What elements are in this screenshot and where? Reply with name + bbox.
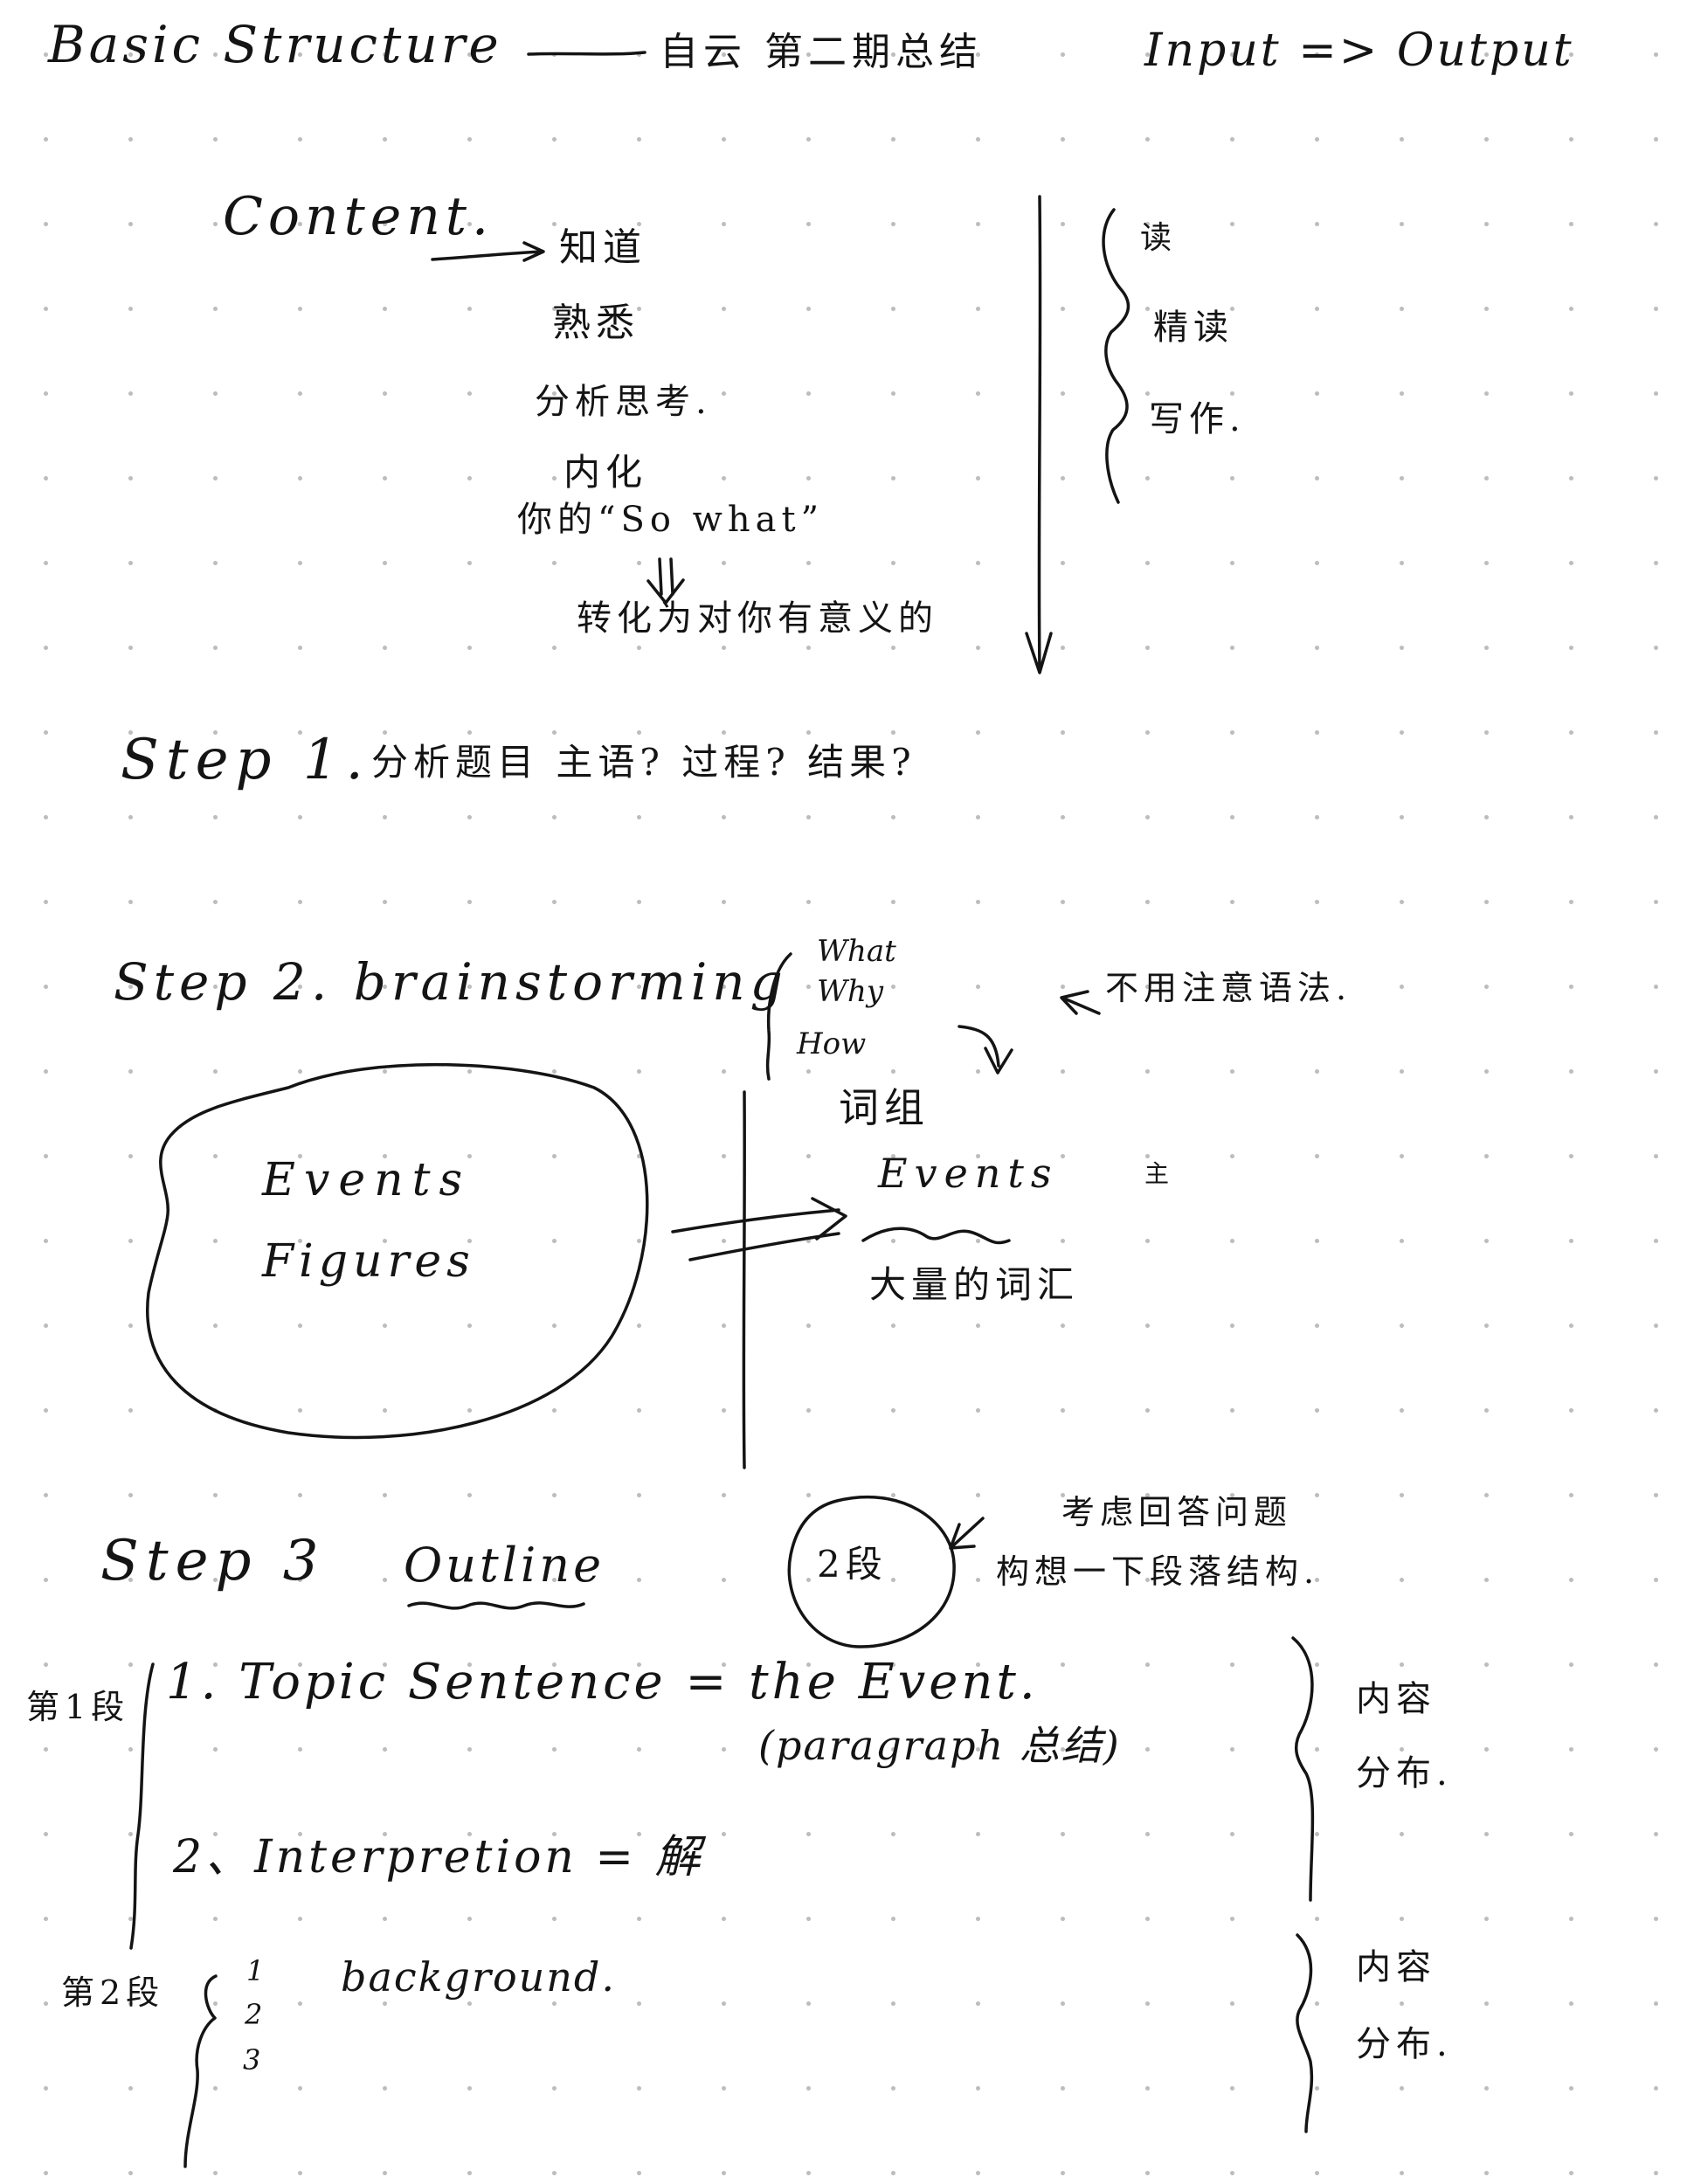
session-title: 自云 第二期总结 bbox=[660, 30, 983, 74]
step2-label: Step 2. brainstorming bbox=[114, 952, 788, 1012]
para2-side-distribution: 分布. bbox=[1356, 2024, 1453, 2064]
para1-label: 第1段 bbox=[26, 1688, 130, 1726]
side-item-intensive-read: 精读 bbox=[1153, 308, 1234, 348]
step2-divider bbox=[742, 1090, 746, 1469]
events-squiggle bbox=[861, 1227, 1011, 1245]
basic-structure-title: Basic Structure bbox=[48, 15, 502, 74]
phrases-label: 词组 bbox=[839, 1084, 930, 1131]
vertical-arrow bbox=[1025, 195, 1053, 674]
content-step-internalize: 内化 bbox=[563, 451, 648, 494]
side-item-read: 读 bbox=[1140, 220, 1178, 256]
double-down-arrow bbox=[646, 557, 685, 605]
events-mark: 主 bbox=[1144, 1159, 1175, 1188]
section-count-label: 2段 bbox=[817, 1543, 888, 1586]
step1-text: 分析题目 主语? 过程? 结果? bbox=[371, 741, 916, 784]
side-item-writing: 写作. bbox=[1149, 399, 1246, 439]
double-right-arrow bbox=[671, 1197, 847, 1261]
para2-brace bbox=[183, 1974, 218, 2168]
note-arrow bbox=[1060, 990, 1101, 1015]
para1-brace bbox=[129, 1662, 155, 1950]
question-why: Why bbox=[817, 974, 884, 1009]
content-step-familiar: 熟悉 bbox=[552, 301, 640, 345]
question-what: What bbox=[817, 934, 896, 969]
para1-side-distribution: 分布. bbox=[1356, 1753, 1453, 1794]
bubble-figures: Figures bbox=[262, 1235, 475, 1288]
events-label: Events bbox=[878, 1150, 1059, 1197]
content-step-know: 知道 bbox=[559, 225, 646, 270]
side-brace bbox=[1102, 208, 1130, 504]
outline-label: Outline bbox=[404, 1538, 605, 1593]
question-how: How bbox=[797, 1026, 867, 1061]
outline-note-line1: 考虑回答问题 bbox=[1061, 1493, 1293, 1531]
content-step-transform: 转化为对你有意义的 bbox=[577, 598, 938, 639]
vocab-label: 大量的词汇 bbox=[869, 1263, 1080, 1306]
input-output-label: Input => Output bbox=[1144, 24, 1574, 77]
para1-topic-sub: (paragraph 总结) bbox=[758, 1722, 1121, 1769]
content-step-analyze: 分析思考. bbox=[535, 382, 712, 422]
step1-label: Step 1. bbox=[121, 728, 370, 792]
step3-label: Step 3 bbox=[100, 1529, 326, 1593]
outline-underline bbox=[407, 1601, 585, 1610]
header-dash bbox=[527, 51, 646, 56]
circle-arrow bbox=[949, 1517, 985, 1550]
para2-side-content: 内容 bbox=[1356, 1947, 1436, 1987]
para2-background: background. bbox=[341, 1953, 616, 2001]
para1-right-brace bbox=[1291, 1636, 1315, 1902]
grammar-note: 不用注意语法. bbox=[1105, 969, 1352, 1007]
outline-note-line2: 构想一下段落结构. bbox=[996, 1552, 1320, 1591]
para2-number-2: 2 bbox=[245, 1998, 263, 2031]
para2-right-brace bbox=[1296, 1933, 1314, 2133]
content-step-so-what: 你的“So what” bbox=[517, 500, 825, 540]
how-arrow bbox=[958, 1025, 1013, 1075]
para1-side-content: 内容 bbox=[1356, 1679, 1436, 1719]
para1-interpretation: 2、Interpretion = 解 bbox=[173, 1831, 704, 1883]
bubble-events: Events bbox=[262, 1154, 472, 1206]
para2-label: 第2段 bbox=[61, 1973, 165, 2012]
content-label: Content. bbox=[223, 186, 494, 247]
para1-topic-sentence: 1. Topic Sentence = the Event. bbox=[166, 1654, 1039, 1711]
para2-number-3: 3 bbox=[243, 2043, 261, 2077]
para2-number-1: 1 bbox=[246, 1954, 265, 1987]
